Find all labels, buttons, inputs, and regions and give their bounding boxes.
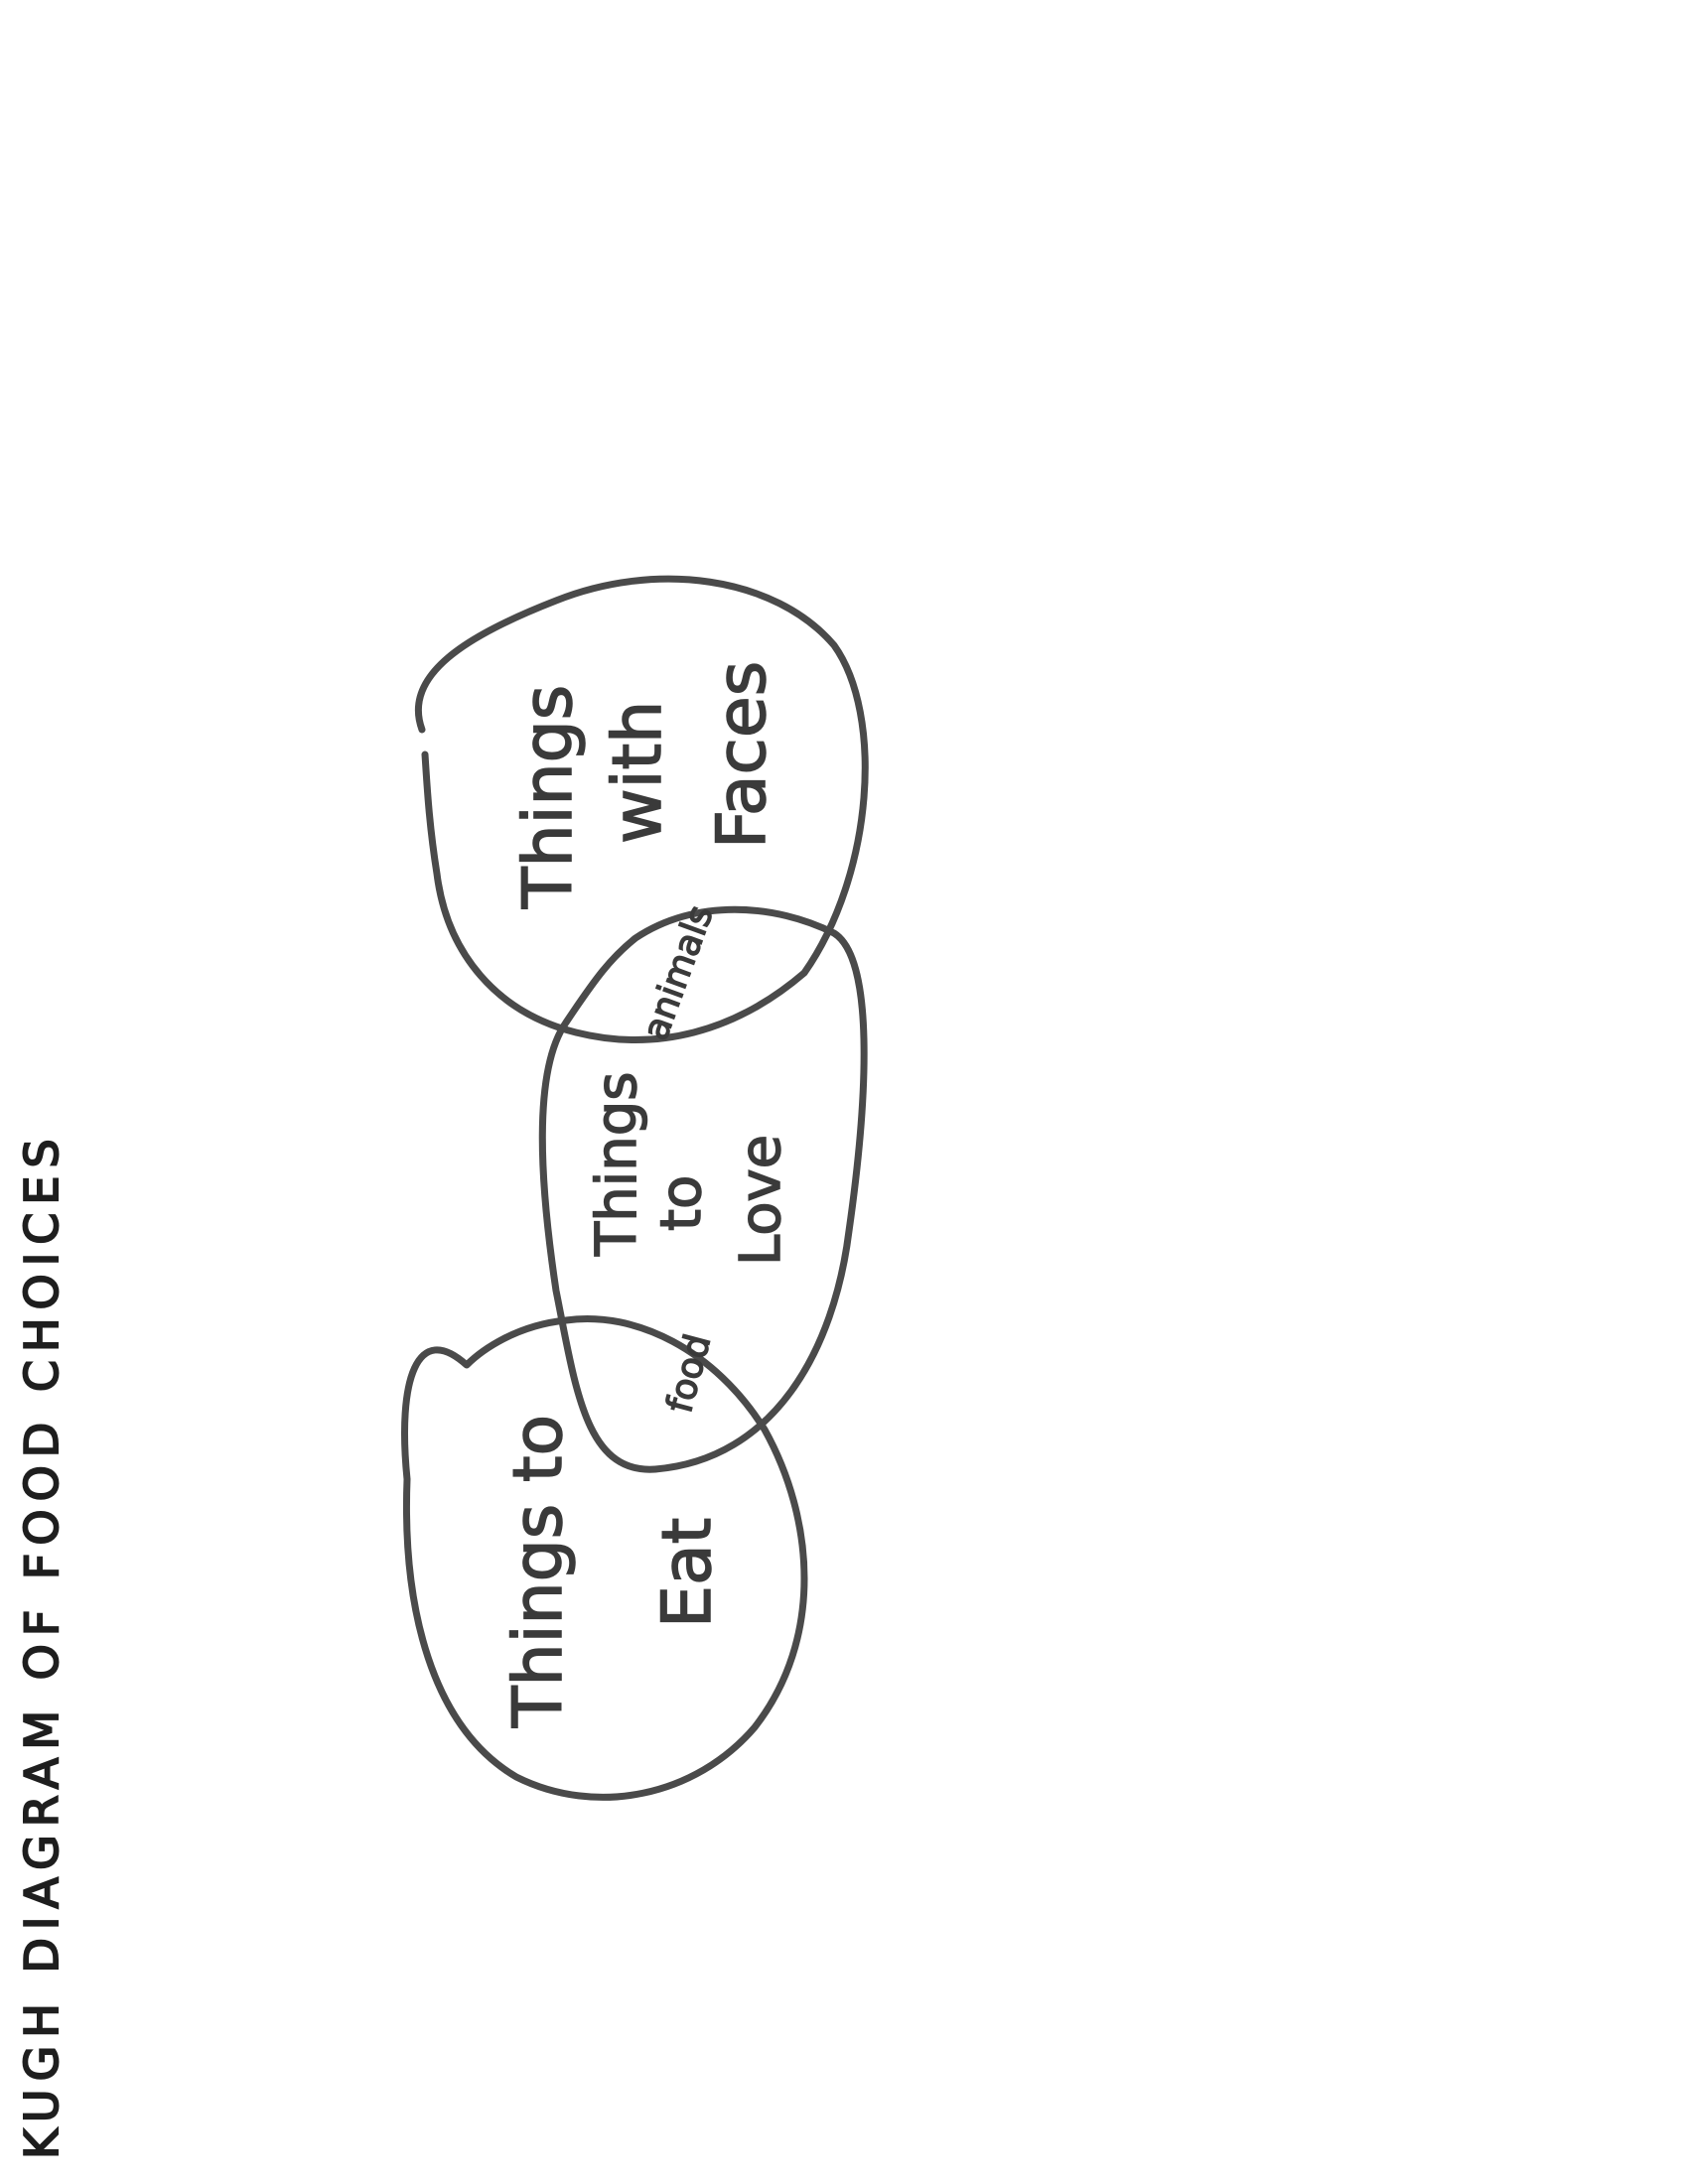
- diagram-title: KUGH DIAGRAM OF FOOD CHOICES: [15, 1131, 69, 2159]
- circle-things-to-love: [538, 905, 868, 1473]
- faces-label-line-3: Faces: [703, 661, 781, 849]
- love-label-line-1: Things: [585, 1072, 649, 1257]
- eat-label-line-2: Eat: [648, 1518, 727, 1628]
- circle-things-to-love-label: Things to Love: [584, 1071, 794, 1267]
- faces-label-line-1: Things: [509, 685, 588, 909]
- overlap-label-food: food: [659, 1330, 719, 1417]
- faces-label-line-2: with: [599, 701, 677, 844]
- circle-things-to-eat: [401, 1315, 808, 1801]
- circle-things-to-eat-label: Things to Eat: [498, 1414, 728, 1729]
- love-label-line-3: Love: [729, 1135, 793, 1266]
- overlap-label-animals: animals: [635, 900, 722, 1045]
- circle-things-with-faces: [414, 575, 869, 1043]
- eat-label-line-1: Things to: [499, 1415, 578, 1728]
- circle-things-with-faces-label: Things with Faces: [508, 660, 782, 910]
- love-label-line-2: to: [649, 1175, 714, 1231]
